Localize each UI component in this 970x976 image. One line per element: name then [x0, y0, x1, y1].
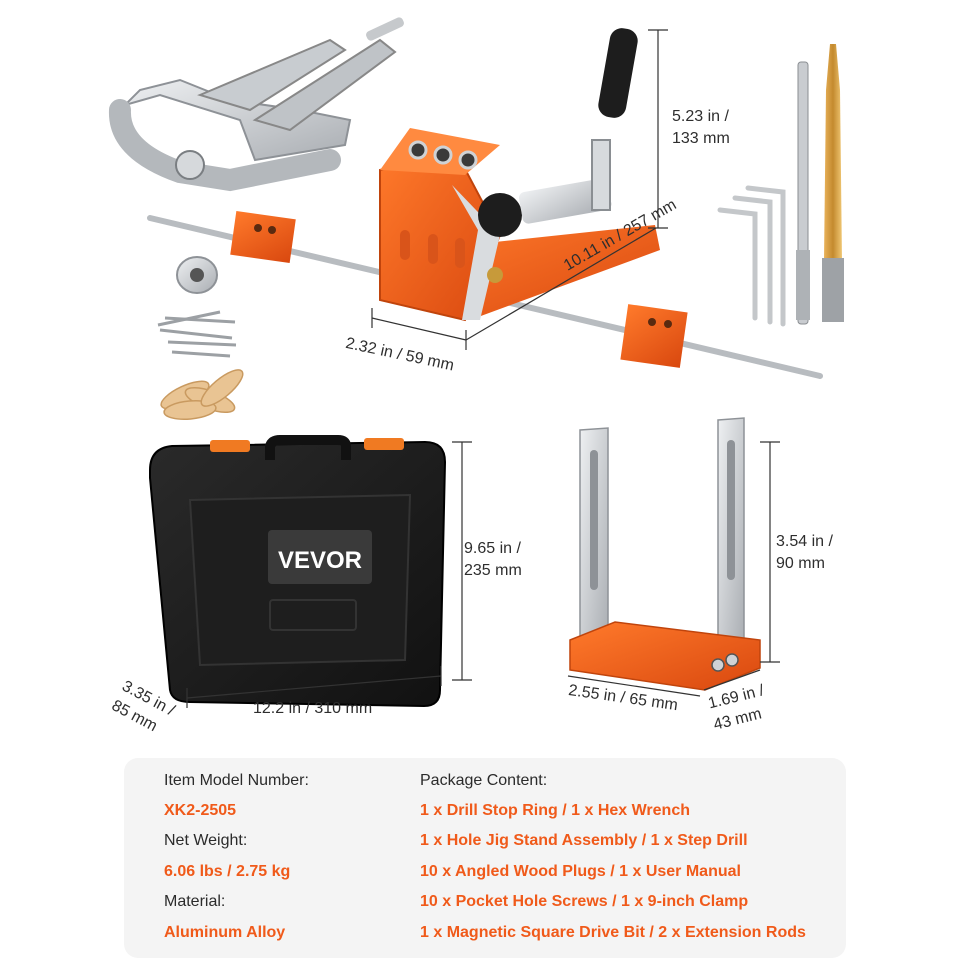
package-item: 10 x Angled Wood Plugs / 1 x User Manual [420, 863, 741, 880]
pocket-hole-screws [157, 310, 237, 358]
weight-value: 6.06 lbs / 2.75 kg [164, 863, 291, 880]
wood-plugs [160, 369, 244, 420]
model-label: Item Model Number: [164, 772, 309, 789]
material-label: Material: [164, 893, 226, 910]
weight-label: Net Weight: [164, 832, 248, 849]
hole-jig-stand [569, 417, 761, 691]
step-drill [822, 44, 844, 322]
dimension-lines [186, 29, 780, 708]
c-clamp [109, 17, 404, 192]
pocket-hole-jig [379, 28, 660, 322]
drive-bit [796, 61, 810, 325]
case-height-mm: 235 mm [464, 562, 522, 579]
jig-height-dim: 5.23 in / 133 mm [672, 106, 730, 150]
model-value: XK2-2505 [164, 802, 237, 819]
stand-height-dim: 3.54 in / 90 mm [776, 531, 833, 575]
package-item: 1 x Hole Jig Stand Assembly / 1 x Step D… [420, 832, 748, 849]
stand-height-in: 3.54 in / [776, 533, 833, 550]
package-item: 1 x Magnetic Square Drive Bit / 2 x Exte… [420, 924, 806, 941]
stand-height-mm: 90 mm [776, 555, 825, 572]
drill-stop-ring [176, 256, 218, 294]
material-value: Aluminum Alloy [164, 924, 286, 941]
jig-height-mm: 133 mm [672, 130, 730, 147]
case-height-dim: 9.65 in / 235 mm [464, 538, 522, 582]
case-height-in: 9.65 in / [464, 540, 521, 557]
carrying-case [149, 435, 447, 708]
package-label: Package Content: [420, 772, 548, 789]
package-item: 10 x Pocket Hole Screws / 1 x 9-inch Cla… [420, 893, 749, 910]
hex-wrenches [717, 185, 786, 327]
jig-height-in: 5.23 in / [672, 108, 729, 125]
vevor-logo: VEVOR [278, 547, 362, 574]
spec-card: Item Model Number: XK2-2505 Net Weight: … [124, 758, 846, 958]
case-width-dim: 12.2 in / 310 mm [253, 700, 373, 717]
package-item: 1 x Drill Stop Ring / 1 x Hex Wrench [420, 802, 690, 819]
